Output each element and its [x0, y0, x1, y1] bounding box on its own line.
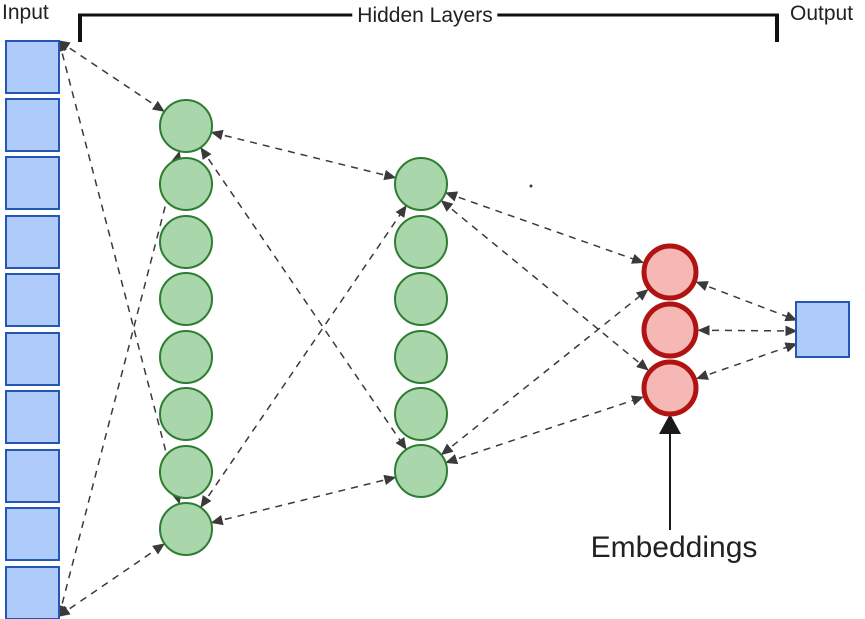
connection-line: [440, 289, 649, 456]
input-square-1: [5, 40, 60, 94]
hidden2-circle-3: [394, 272, 448, 326]
connection-line: [57, 543, 165, 617]
connection-line: [57, 40, 165, 112]
hidden1-circle-7: [159, 445, 213, 499]
connection-line: [210, 474, 397, 526]
embeddings-callout-arrow: [659, 414, 681, 530]
connection-line: [445, 395, 644, 465]
hidden1-circle-1: [159, 99, 213, 153]
hidden1-circle-4: [159, 272, 213, 326]
hidden2-circle-2: [394, 215, 448, 269]
hidden-layers-label: Hidden Layers: [352, 4, 498, 28]
connection-line: [200, 205, 407, 508]
input-square-2: [5, 98, 60, 152]
connection-line: [56, 150, 182, 618]
hidden-layer-2: [394, 157, 448, 498]
input-square-3: [5, 156, 60, 210]
input-square-5: [5, 273, 60, 327]
embeddings-label: Embeddings: [590, 531, 758, 564]
connections: [56, 39, 798, 618]
stray-dot: [529, 184, 533, 188]
input-square-8: [5, 449, 60, 503]
embedding-circle-1: [641, 243, 699, 301]
input-square-10: [5, 566, 60, 619]
callout-arrow-head: [659, 414, 681, 434]
output-square: [795, 301, 850, 358]
hidden2-circle-1: [394, 157, 448, 211]
connection-line: [200, 147, 407, 450]
hidden1-circle-2: [159, 157, 213, 211]
input-square-7: [5, 390, 60, 444]
connection-line: [210, 129, 397, 181]
hidden2-circle-5: [394, 387, 448, 441]
embedding-circle-3: [641, 359, 699, 417]
hidden-layer-1: [159, 99, 213, 556]
connection-line: [440, 200, 649, 371]
connection-line: [697, 325, 798, 337]
hidden1-circle-6: [159, 387, 213, 441]
hidden2-circle-6: [394, 444, 448, 498]
output-layer-label: Output: [790, 2, 854, 25]
input-square-9: [5, 507, 60, 561]
input-square-4: [5, 215, 60, 269]
connection-line: [445, 191, 645, 264]
hidden1-circle-8: [159, 502, 213, 556]
embedding-layer: [641, 243, 699, 417]
hidden1-circle-5: [159, 330, 213, 384]
connection-line: [695, 342, 798, 380]
connection-line: [695, 281, 798, 322]
input-layer: [5, 40, 60, 619]
embedding-circle-2: [641, 301, 699, 359]
hidden1-circle-3: [159, 215, 213, 269]
input-square-6: [5, 332, 60, 386]
hidden2-circle-4: [394, 330, 448, 384]
input-layer-label: Input: [2, 1, 49, 24]
